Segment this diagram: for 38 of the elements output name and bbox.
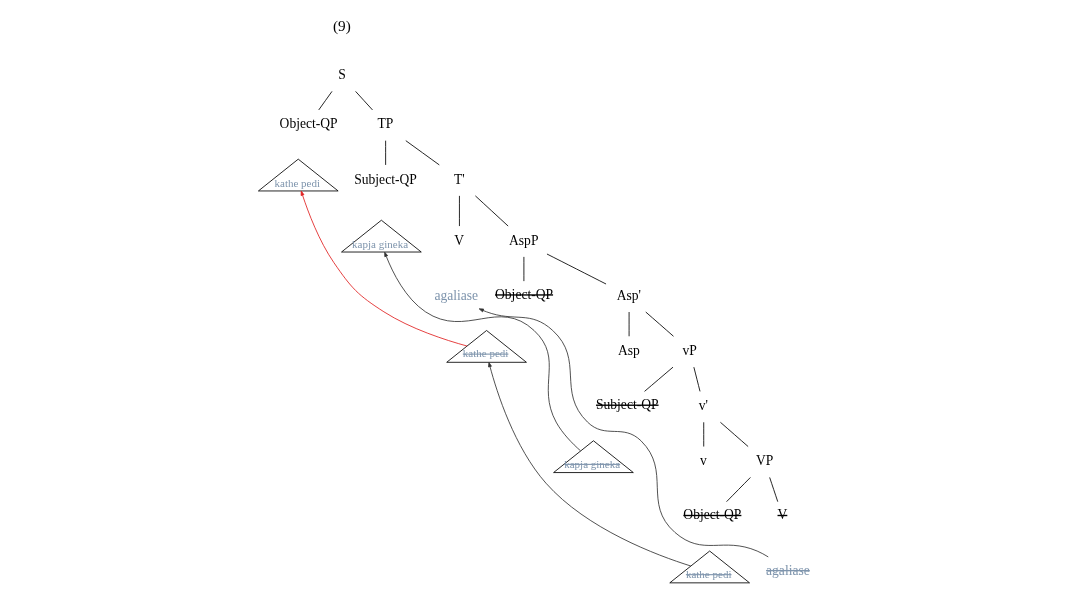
node-text: VP bbox=[755, 453, 773, 469]
node-text: v bbox=[699, 453, 707, 469]
connector bbox=[644, 311, 674, 337]
node-text: agaliase bbox=[433, 287, 478, 303]
connector bbox=[458, 195, 460, 227]
connector bbox=[768, 477, 778, 503]
connector bbox=[354, 90, 373, 111]
node-text: AspP bbox=[508, 232, 538, 248]
arrow bbox=[300, 190, 467, 347]
connector bbox=[719, 421, 749, 447]
arrow bbox=[487, 362, 691, 567]
node-text: Object-QP bbox=[682, 507, 741, 523]
arrow bbox=[383, 251, 581, 452]
connector bbox=[725, 477, 751, 503]
node-text: T' bbox=[453, 171, 465, 187]
node-text: vP bbox=[682, 342, 697, 358]
connector bbox=[474, 195, 509, 227]
node-text: Asp bbox=[617, 342, 640, 358]
node-text: TP bbox=[377, 116, 393, 132]
label: (9) bbox=[332, 16, 351, 34]
node-text: v' bbox=[698, 398, 708, 414]
node-text: V bbox=[453, 232, 464, 248]
connector bbox=[546, 253, 606, 285]
connector bbox=[643, 366, 673, 392]
node-text: Object-QP bbox=[279, 116, 338, 132]
node-text: S bbox=[337, 67, 346, 83]
node-text: agaliase bbox=[765, 562, 810, 578]
connector bbox=[692, 366, 700, 392]
node-text: Subject-QP bbox=[353, 171, 417, 187]
node-text: Subject-QP bbox=[595, 397, 659, 413]
arrow bbox=[478, 308, 769, 558]
node-text: Object-QP bbox=[494, 286, 553, 302]
connector bbox=[317, 90, 332, 111]
node-text: Asp' bbox=[616, 287, 641, 303]
node-text: V bbox=[777, 507, 787, 523]
connector bbox=[384, 140, 386, 166]
connector bbox=[702, 421, 704, 447]
connector bbox=[404, 140, 440, 166]
